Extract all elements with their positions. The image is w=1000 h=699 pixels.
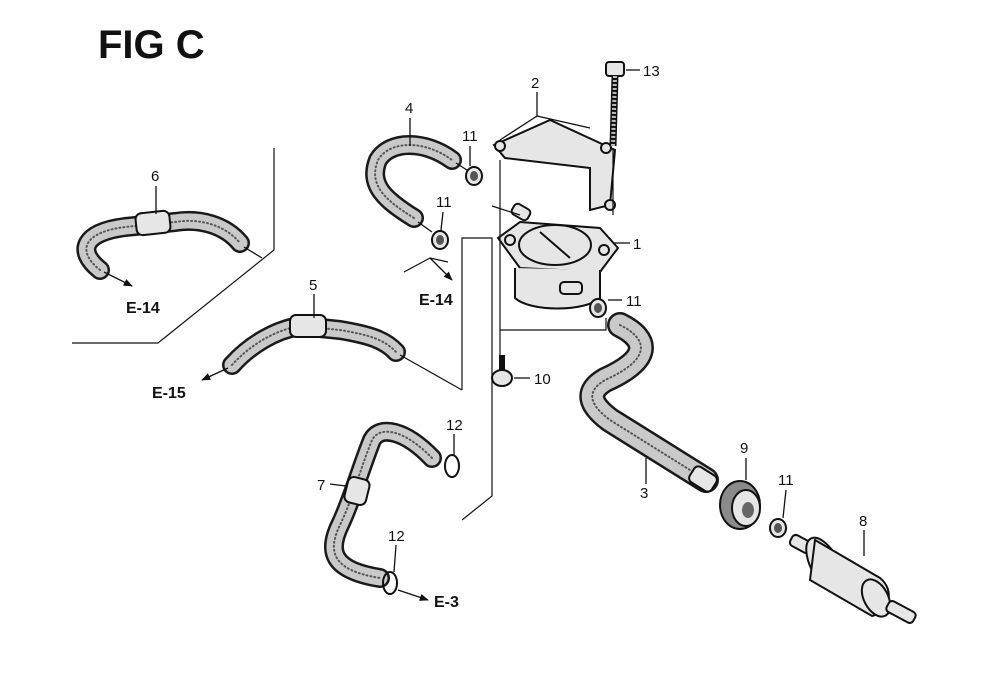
figure-title: FIG C: [98, 23, 205, 67]
clamp-11-lower: [431, 230, 449, 250]
hose-7: [323, 421, 442, 588]
ref-e3: E-3: [434, 594, 459, 611]
hose-3: [579, 312, 719, 493]
clamp-11-upper: [465, 166, 483, 186]
section-divider-main: [461, 237, 493, 521]
leader-11d: [782, 489, 787, 519]
callout-7: 7: [317, 477, 325, 494]
grommet-9: [719, 480, 761, 530]
callout-5: 5: [309, 277, 317, 294]
ref-e15: E-15: [152, 385, 186, 402]
callout-11b: 11: [436, 194, 452, 211]
arrow-e14-mid: [429, 257, 453, 281]
ref-e14-mid: E-14: [419, 292, 453, 309]
pump-axis-line: [491, 205, 521, 216]
bracket-2: [492, 118, 617, 212]
callout-13: 13: [643, 63, 660, 80]
callout-11a: 11: [462, 128, 478, 145]
leader-11b: [440, 211, 444, 231]
clamp-12-lower: [382, 571, 398, 595]
section-divider-left: [72, 148, 275, 344]
callout-4: 4: [405, 100, 413, 117]
callout-10: 10: [534, 371, 551, 388]
callout-2: 2: [531, 75, 539, 92]
callout-9: 9: [740, 440, 748, 457]
arrow-e15: [201, 367, 229, 381]
callout-12a: 12: [446, 417, 463, 434]
callout-3: 3: [640, 485, 648, 502]
pump-base-line: [500, 318, 607, 331]
leader-7: [329, 483, 347, 487]
ref-e14-left: E-14: [126, 300, 160, 317]
clamp-11-filter: [769, 518, 787, 538]
arrow-e14-left: [103, 271, 133, 287]
hose-5: [222, 314, 463, 391]
callout-1: 1: [633, 236, 641, 253]
screw-10: [491, 355, 513, 387]
bolt-13: [605, 61, 625, 147]
clamp-11-pump: [589, 298, 607, 318]
leader-12b: [393, 544, 397, 573]
fuel-filter-8: [788, 533, 917, 624]
clamp-12-upper: [444, 454, 460, 478]
callout-11c: 11: [626, 293, 642, 310]
hose-6: [76, 209, 263, 280]
callout-12b: 12: [388, 528, 405, 545]
arrow-e3: [397, 589, 429, 601]
callout-8: 8: [859, 513, 867, 530]
callout-6: 6: [151, 168, 159, 185]
callout-11d: 11: [778, 472, 794, 489]
hose-4: [365, 135, 471, 233]
leader-2: [499, 92, 591, 141]
fuel-pump-1: [496, 202, 620, 310]
